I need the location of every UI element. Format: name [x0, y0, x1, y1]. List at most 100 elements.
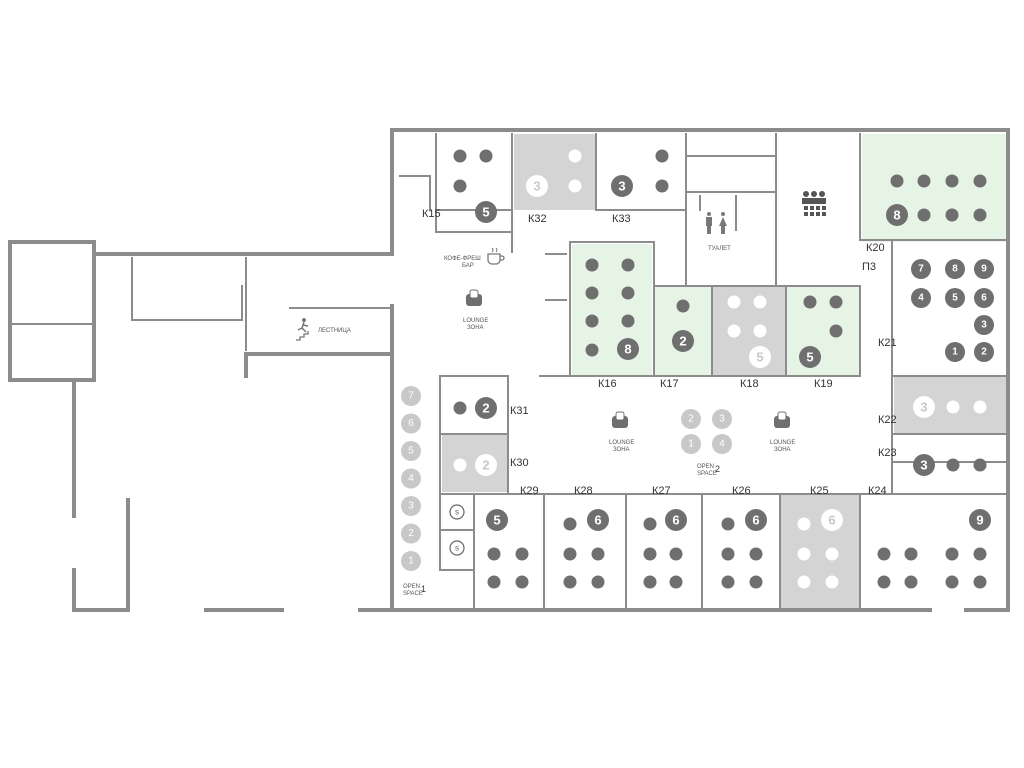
desk	[453, 179, 467, 193]
room-k18-fill[interactable]	[712, 287, 786, 376]
svg-text:6: 6	[594, 513, 601, 528]
seat-count-badge-k29: 5	[486, 509, 508, 531]
open-space-1-seat[interactable]: 5	[401, 441, 421, 461]
desk	[655, 149, 669, 163]
desk	[585, 343, 599, 357]
desk	[946, 458, 960, 472]
armchair-icon	[466, 289, 482, 306]
seat-count-badge-k31: 2	[475, 397, 497, 419]
seat-count-badge-k17: 2	[672, 330, 694, 352]
desk	[721, 547, 735, 561]
svg-text:1: 1	[408, 556, 414, 567]
desk	[676, 299, 690, 313]
room-label-k25: К25	[810, 485, 829, 497]
desk	[829, 324, 843, 338]
svg-text:6: 6	[672, 513, 679, 528]
desk	[973, 174, 987, 188]
desk	[973, 458, 987, 472]
room-label-k18: К18	[740, 378, 759, 390]
svg-text:3: 3	[981, 320, 987, 331]
desk	[945, 575, 959, 589]
room-label-k33: К33	[612, 213, 631, 225]
desk	[945, 547, 959, 561]
seat-count-badge-k18: 5	[749, 346, 771, 368]
open-space-1-seat[interactable]: 4	[401, 468, 421, 489]
desk	[749, 575, 763, 589]
room-k19-fill[interactable]	[786, 287, 860, 376]
desk	[585, 258, 599, 272]
k21-seat: 5	[945, 288, 965, 308]
open-space-2-seat[interactable]: 3	[712, 409, 732, 429]
room-k20-fill[interactable]	[862, 134, 1006, 242]
room-k32-fill[interactable]	[514, 134, 595, 210]
room-label-k21: К21	[878, 337, 897, 349]
desk	[797, 575, 811, 589]
lounge-label-3a: LOUNGE	[770, 440, 795, 446]
room-k16-fill[interactable]	[572, 244, 652, 376]
room-label-k19: К19	[814, 378, 833, 390]
room-label-p3: П3	[862, 261, 876, 273]
open-space-1-label-b: SPACE	[403, 591, 423, 597]
open-space-2-seat[interactable]: 2	[681, 409, 701, 429]
lounge-label-2a: LOUNGE	[609, 440, 634, 446]
open-space-1-seat[interactable]: 7	[401, 386, 421, 406]
desk	[621, 258, 635, 272]
room-label-k24: К24	[868, 485, 887, 497]
room-label-k31: К31	[510, 405, 529, 417]
room-k30-fill[interactable]	[442, 435, 507, 492]
desk	[797, 547, 811, 561]
desk	[563, 575, 577, 589]
skype-icon: s	[449, 540, 465, 556]
desk	[515, 575, 529, 589]
svg-text:8: 8	[624, 342, 631, 357]
inner-walls	[11, 133, 1007, 611]
open-space-2-label-b: SPACE	[697, 471, 717, 477]
desk	[753, 324, 767, 338]
room-label-k32: К32	[528, 213, 547, 225]
desk	[877, 547, 891, 561]
svg-text:4: 4	[719, 439, 725, 450]
desk	[487, 575, 501, 589]
room-label-k17: К17	[660, 378, 679, 390]
seat-count-badge-k22: 3	[913, 396, 935, 418]
open-space-1-seat[interactable]: 1	[401, 551, 421, 571]
desk	[453, 458, 467, 472]
open-space-2-label-a: OPEN	[697, 464, 714, 470]
svg-text:3: 3	[408, 501, 414, 512]
k21-seat: 4	[911, 288, 931, 308]
desk	[721, 575, 735, 589]
room-k25-fill[interactable]	[781, 495, 861, 609]
desk	[487, 547, 501, 561]
svg-text:s: s	[455, 508, 459, 517]
stairs-icon	[296, 318, 309, 341]
lounge-zone-3: LOUNGE ЗОНА	[770, 411, 795, 453]
desk	[877, 575, 891, 589]
seat-count-badge-k32: 3	[526, 175, 548, 197]
open-space-1-seat[interactable]: 6	[401, 413, 421, 434]
lounge-label-1b: ЗОНА	[467, 325, 484, 331]
svg-text:s: s	[455, 544, 459, 553]
svg-text:1: 1	[688, 439, 694, 450]
svg-text:5: 5	[806, 350, 813, 365]
open-space-2-seat[interactable]: 1	[681, 434, 701, 454]
desk	[453, 149, 467, 163]
desk	[727, 324, 741, 338]
seat-count-badge-k23: 3	[913, 454, 935, 476]
open-space-1-seat[interactable]: 2	[401, 523, 421, 544]
desk	[621, 314, 635, 328]
desk	[515, 547, 529, 561]
open-space-2-seat[interactable]: 4	[712, 434, 732, 454]
armchair-icon	[774, 411, 790, 428]
open-space-1-seats: 7 6 5 4 3 2 1	[401, 386, 421, 571]
svg-text:1: 1	[952, 347, 958, 358]
svg-text:5: 5	[408, 446, 414, 457]
lounge-label-3b: ЗОНА	[774, 447, 791, 453]
svg-text:4: 4	[408, 473, 414, 484]
open-space-1-seat[interactable]: 3	[401, 496, 421, 516]
desk	[568, 179, 582, 193]
svg-text:6: 6	[981, 293, 987, 304]
desk	[973, 575, 987, 589]
